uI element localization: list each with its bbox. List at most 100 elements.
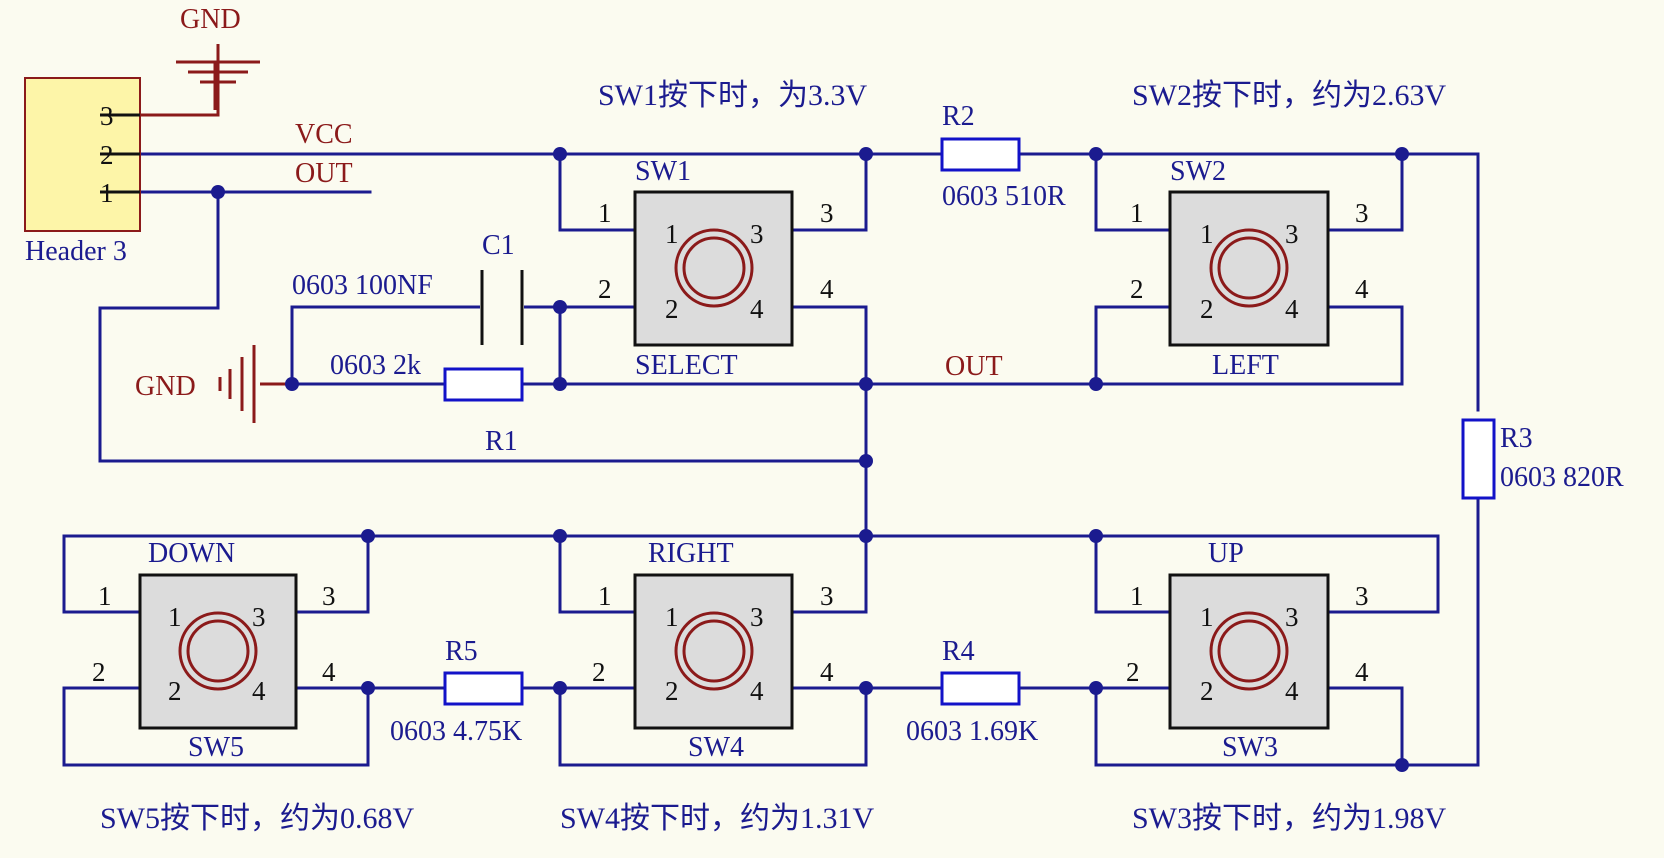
- junction-dot: [1089, 529, 1103, 543]
- sw2-pin-4: 4: [1355, 274, 1369, 304]
- junction-dot: [553, 377, 567, 391]
- switch-sw2: 1 2 3 4 1 3 2 4 SW2 LEFT: [1130, 156, 1369, 381]
- c1-ref: C1: [482, 230, 515, 261]
- sw4-pin-4: 4: [820, 657, 834, 687]
- out-label-mid: OUT: [945, 351, 1003, 382]
- sw5-top-label: DOWN: [148, 538, 235, 569]
- sw2-bottom-label: LEFT: [1212, 350, 1279, 381]
- sw5-pin-1: 1: [98, 581, 112, 611]
- sw2-inner-2: 2: [1200, 294, 1214, 324]
- switch-sw5: 1 2 3 4 1 3 2 4 DOWN SW5: [92, 538, 336, 763]
- junction-dots: [211, 147, 1409, 772]
- r5-ref: R5: [445, 636, 478, 667]
- junction-dot: [1395, 758, 1409, 772]
- sw1-inner-1: 1: [665, 219, 679, 249]
- header-connector: 3 2 1 Header 3: [24, 77, 141, 267]
- header-pin-1: 1: [100, 178, 114, 208]
- junction-dot: [361, 529, 375, 543]
- switch-sw1: 1 2 3 4 1 3 2 4 SW1 SELECT: [598, 156, 834, 381]
- sw3-inner-2: 2: [1200, 676, 1214, 706]
- r2-ref: R2: [942, 101, 975, 132]
- r4-ref: R4: [942, 636, 975, 667]
- sw1-inner-3: 3: [750, 219, 764, 249]
- junction-dot: [1089, 377, 1103, 391]
- sw4-inner-3: 3: [750, 602, 764, 632]
- sw1-pin-4: 4: [820, 274, 834, 304]
- sw4-inner-4: 4: [750, 676, 764, 706]
- gnd-top-label: GND: [180, 4, 241, 35]
- resistor-r1: 0603 2k R1: [330, 350, 524, 457]
- sw1-pin-3: 3: [820, 198, 834, 228]
- r4-value: 0603 1.69K: [906, 716, 1038, 747]
- junction-dot: [1395, 147, 1409, 161]
- note-sw2: SW2按下时，约为2.63V: [1132, 79, 1446, 112]
- r1-value: 0603 2k: [330, 350, 421, 381]
- sw3-bottom-label: SW3: [1222, 732, 1278, 763]
- junction-dot: [553, 300, 567, 314]
- sw5-bottom-label: SW5: [188, 732, 244, 763]
- capacitor-c1: C1 0603 100NF: [292, 230, 524, 346]
- r2-value: 0603 510R: [942, 181, 1066, 212]
- junction-dot: [553, 529, 567, 543]
- sw3-pin-1: 1: [1130, 581, 1144, 611]
- sw2-inner-3: 3: [1285, 219, 1299, 249]
- gnd-left-label: GND: [135, 371, 196, 402]
- sw2-inner-4: 4: [1285, 294, 1299, 324]
- sw2-pin-1: 1: [1130, 198, 1144, 228]
- sw4-pin-1: 1: [598, 581, 612, 611]
- sw5-pin-2: 2: [92, 657, 106, 687]
- sw3-top-label: UP: [1208, 538, 1244, 569]
- header-pin-2: 2: [100, 140, 114, 170]
- c1-value: 0603 100NF: [292, 270, 433, 301]
- junction-dot: [553, 147, 567, 161]
- junction-dot: [859, 147, 873, 161]
- sw4-pin-3: 3: [820, 581, 834, 611]
- sw5-inner-1: 1: [168, 602, 182, 632]
- sw2-pin-2: 2: [1130, 274, 1144, 304]
- junction-dot: [285, 377, 299, 391]
- r3-value: 0603 820R: [1500, 462, 1624, 493]
- sw2-inner-1: 1: [1200, 219, 1214, 249]
- sw1-inner-4: 4: [750, 294, 764, 324]
- sw2-pin-3: 3: [1355, 198, 1369, 228]
- out-label-top: OUT: [295, 158, 353, 189]
- sw4-inner-1: 1: [665, 602, 679, 632]
- resistor-r5: R5 0603 4.75K: [390, 636, 524, 747]
- resistor-r2: R2 0603 510R: [940, 101, 1066, 212]
- resistor-r4: R4 0603 1.69K: [906, 636, 1038, 747]
- sw3-inner-3: 3: [1285, 602, 1299, 632]
- sw4-inner-2: 2: [665, 676, 679, 706]
- sw5-inner-2: 2: [168, 676, 182, 706]
- junction-dot: [859, 681, 873, 695]
- r3-ref: R3: [1500, 423, 1533, 454]
- sw3-inner-1: 1: [1200, 602, 1214, 632]
- junction-dot: [859, 529, 873, 543]
- resistor-r3: R3 0603 820R: [1461, 418, 1624, 500]
- note-sw5: SW5按下时，约为0.68V: [100, 802, 414, 835]
- r5-value: 0603 4.75K: [390, 716, 522, 747]
- sw1-pin-1: 1: [598, 198, 612, 228]
- sw1-inner-2: 2: [665, 294, 679, 324]
- note-sw4: SW4按下时，约为1.31V: [560, 802, 874, 835]
- note-sw3: SW3按下时，约为1.98V: [1132, 802, 1446, 835]
- junction-dot: [1089, 147, 1103, 161]
- sw5-pin-3: 3: [322, 581, 336, 611]
- note-sw1: SW1按下时，为3.3V: [598, 79, 867, 112]
- sw1-top-label: SW1: [635, 156, 691, 187]
- sw1-bottom-label: SELECT: [635, 350, 738, 381]
- switch-sw3: 1 2 3 4 1 3 2 4 UP SW3: [1126, 538, 1369, 763]
- sw3-pin-4: 4: [1355, 657, 1369, 687]
- sw3-pin-3: 3: [1355, 581, 1369, 611]
- sw3-inner-4: 4: [1285, 676, 1299, 706]
- junction-dot: [1089, 681, 1103, 695]
- gnd-symbol-left: [218, 345, 256, 423]
- sw5-inner-3: 3: [252, 602, 266, 632]
- junction-dot: [361, 681, 375, 695]
- sw4-pin-2: 2: [592, 657, 606, 687]
- r1-ref: R1: [485, 426, 518, 457]
- sw5-inner-4: 4: [252, 676, 266, 706]
- sw4-bottom-label: SW4: [688, 732, 744, 763]
- header-pin-3: 3: [100, 101, 114, 131]
- switch-sw4: 1 2 3 4 1 3 2 4 RIGHT SW4: [592, 538, 834, 763]
- sw3-pin-2: 2: [1126, 657, 1140, 687]
